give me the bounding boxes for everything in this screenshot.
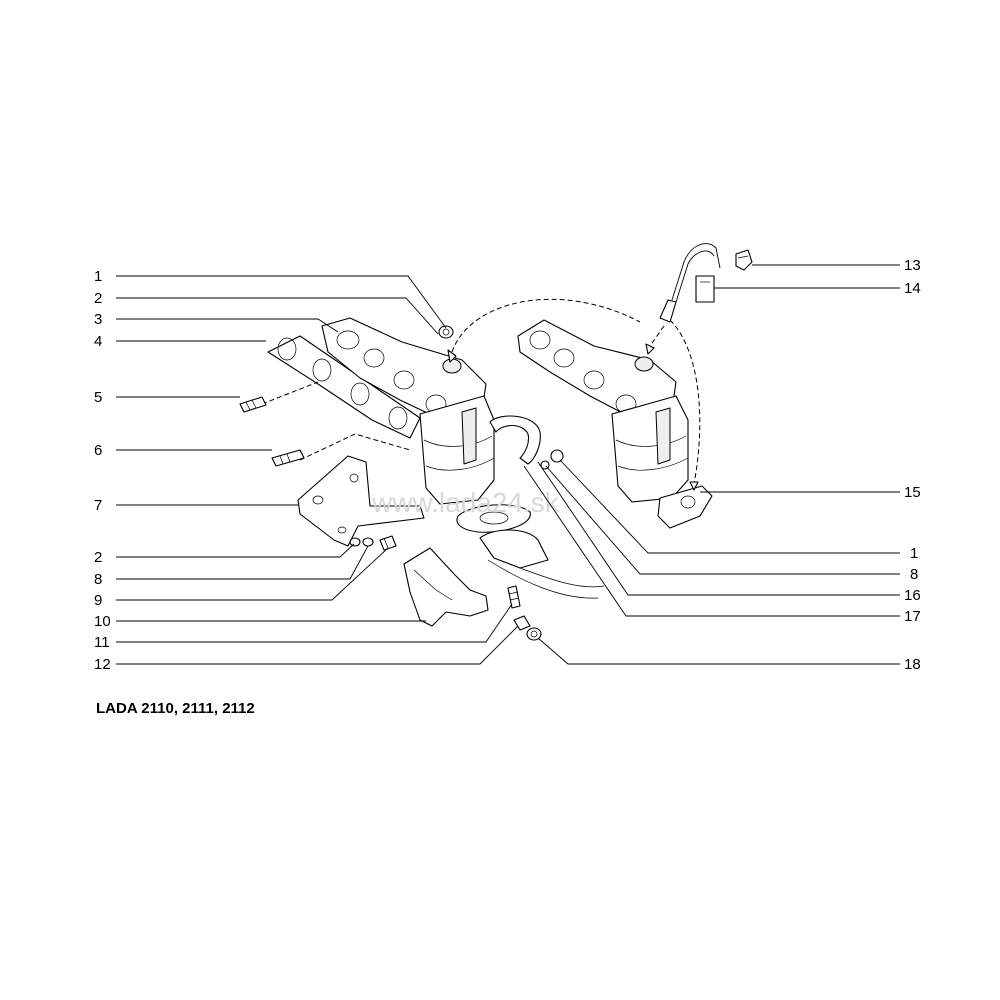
callout-labels-right: 13 14 15 1 8 16 17 18 xyxy=(904,257,921,673)
right-manifold-assembly xyxy=(447,243,753,529)
callout-label: 18 xyxy=(904,656,921,673)
washer-left xyxy=(349,537,361,547)
catalytic-converter-left xyxy=(419,395,495,505)
manifold-gasket xyxy=(267,335,421,439)
assembly-arrow-upper xyxy=(451,298,641,353)
callout-label: 4 xyxy=(94,333,102,350)
callout-leaders-left xyxy=(116,275,519,665)
left-manifold-assembly xyxy=(239,317,605,641)
assembly-arrow-sensor-head xyxy=(645,343,655,355)
stud-lower xyxy=(507,585,521,609)
assembly-arrow-right xyxy=(669,319,701,485)
mounting-bracket xyxy=(297,455,425,547)
callout-label: 1 xyxy=(910,545,918,562)
outlet-flange-left xyxy=(456,504,531,533)
callout-label: 2 xyxy=(94,290,102,307)
callout-labels-left: 1 2 3 4 5 6 7 2 8 9 10 11 12 xyxy=(94,268,111,673)
heat-shield xyxy=(403,547,489,627)
stud-alignment-line-upper xyxy=(261,381,319,405)
callout-label: 12 xyxy=(94,656,111,673)
callout-label: 8 xyxy=(94,571,102,588)
callout-leaders-right xyxy=(523,264,900,665)
callout-label: 5 xyxy=(94,389,102,406)
callout-label: 2 xyxy=(94,549,102,566)
stud-long xyxy=(271,449,305,467)
nut-8-right xyxy=(550,449,564,463)
assembly-arrow-sensor xyxy=(649,325,665,347)
assembly-arrow-upper-head xyxy=(447,349,457,363)
nut-1-top xyxy=(438,325,454,339)
outlet-flange-right xyxy=(657,485,713,529)
nut-left xyxy=(362,537,374,547)
callout-label: 7 xyxy=(94,497,102,514)
callout-label: 13 xyxy=(904,257,921,274)
callout-label: 10 xyxy=(94,613,111,630)
callout-label: 8 xyxy=(910,566,918,583)
stud-short xyxy=(239,396,267,413)
watermark-text: www.lada24.sk xyxy=(371,487,560,518)
callout-label: 16 xyxy=(904,587,921,604)
callout-label: 14 xyxy=(904,280,921,297)
exhaust-manifold-left xyxy=(321,317,487,431)
model-caption: LADA 2110, 2111, 2112 xyxy=(96,700,255,717)
stud-alignment-line-lower xyxy=(299,433,411,461)
catalytic-converter-right xyxy=(611,395,689,503)
callout-label: 17 xyxy=(904,608,921,625)
callout-label: 9 xyxy=(94,592,102,609)
nut-18 xyxy=(526,627,542,641)
callout-label: 11 xyxy=(94,634,110,651)
callout-label: 3 xyxy=(94,311,102,328)
oxygen-sensor xyxy=(659,243,721,323)
bolt-left xyxy=(379,535,397,551)
callout-label: 15 xyxy=(904,484,921,501)
front-pipe xyxy=(479,415,605,599)
assembly-arrow-right-head xyxy=(689,481,699,491)
callout-label: 1 xyxy=(94,268,102,285)
clip xyxy=(735,249,753,271)
callout-label: 6 xyxy=(94,442,102,459)
